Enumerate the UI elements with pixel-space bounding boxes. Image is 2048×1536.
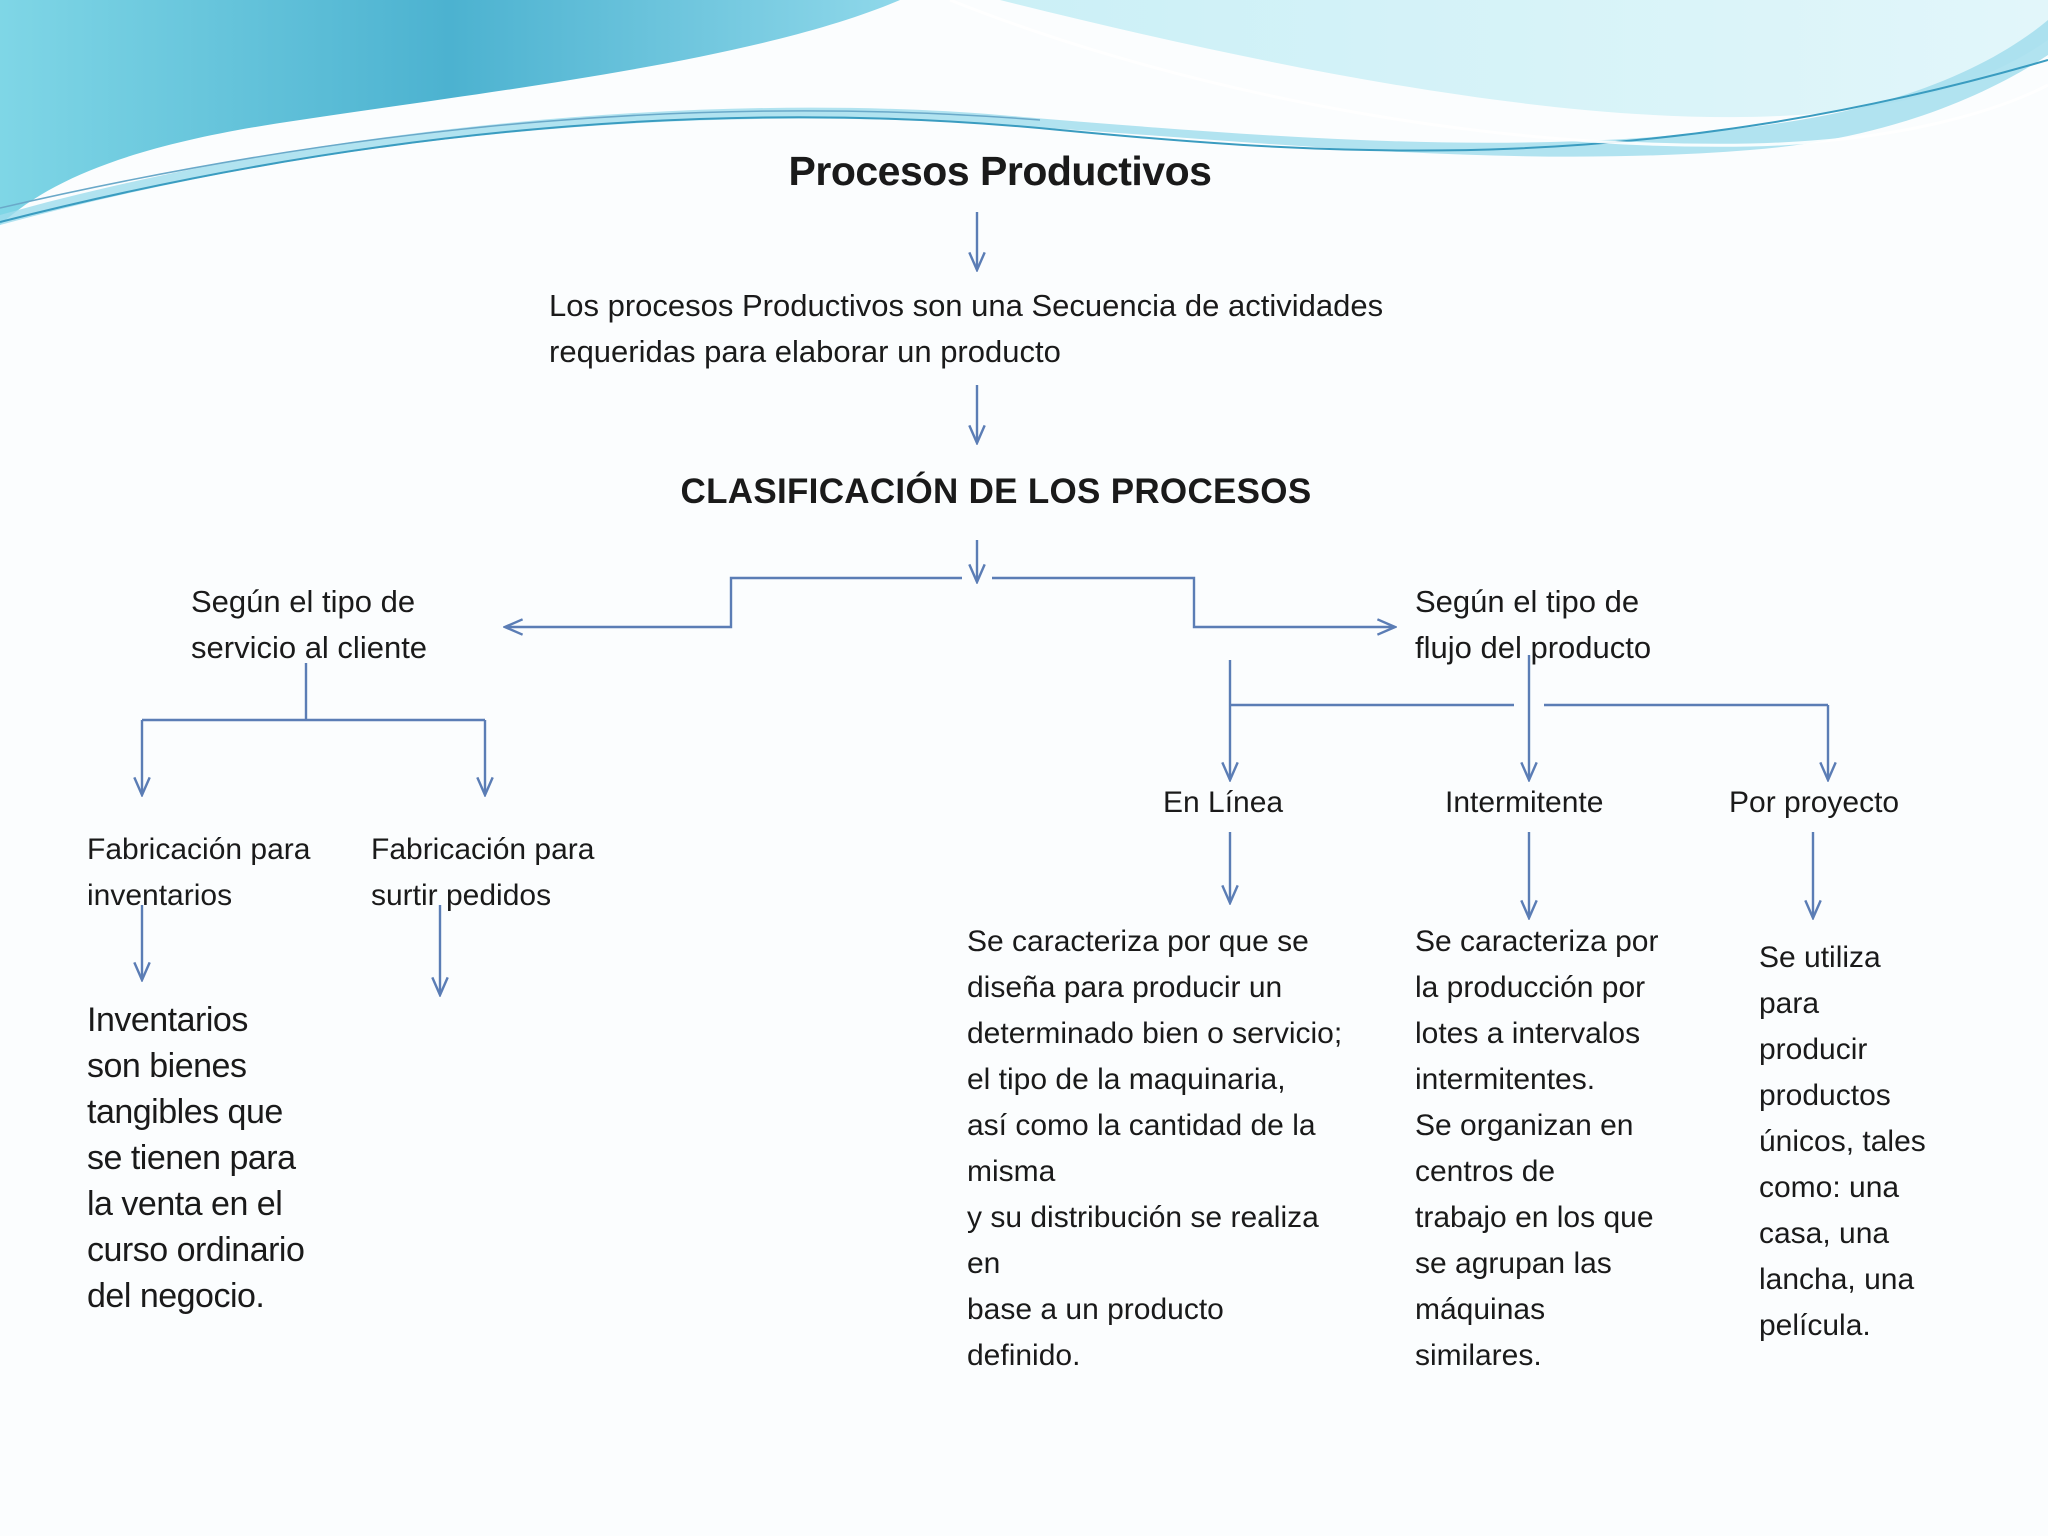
- connector-left-split: [142, 663, 485, 720]
- left-branch-label: Según el tipo de servicio al cliente: [191, 579, 427, 671]
- en-linea-label: En Línea: [1163, 780, 1283, 826]
- intermitente-label: Intermitente: [1445, 780, 1603, 826]
- diagram-title: Procesos Productivos: [0, 148, 2000, 195]
- definition-text: Los procesos Productivos son una Secuenc…: [549, 283, 1383, 375]
- classification-heading: CLASIFICACIÓN DE LOS PROCESOS: [0, 472, 1992, 512]
- fabricacion-pedidos-label: Fabricación para surtir pedidos: [371, 827, 594, 919]
- right-branch-label: Según el tipo de flujo del producto: [1415, 579, 1651, 671]
- connector-to-right-branch: [992, 578, 1395, 627]
- connector-to-left-branch: [505, 578, 962, 627]
- intermitente-description: Se caracteriza por la producción por lot…: [1415, 919, 1658, 1379]
- por-proyecto-label: Por proyecto: [1729, 780, 1899, 826]
- por-proyecto-description: Se utiliza para producir productos único…: [1759, 935, 1926, 1349]
- inventarios-description: Inventarios son bienes tangibles que se …: [87, 997, 304, 1319]
- fabricacion-inventarios-label: Fabricación para inventarios: [87, 827, 310, 919]
- en-linea-description: Se caracteriza por que se diseña para pr…: [967, 919, 1342, 1379]
